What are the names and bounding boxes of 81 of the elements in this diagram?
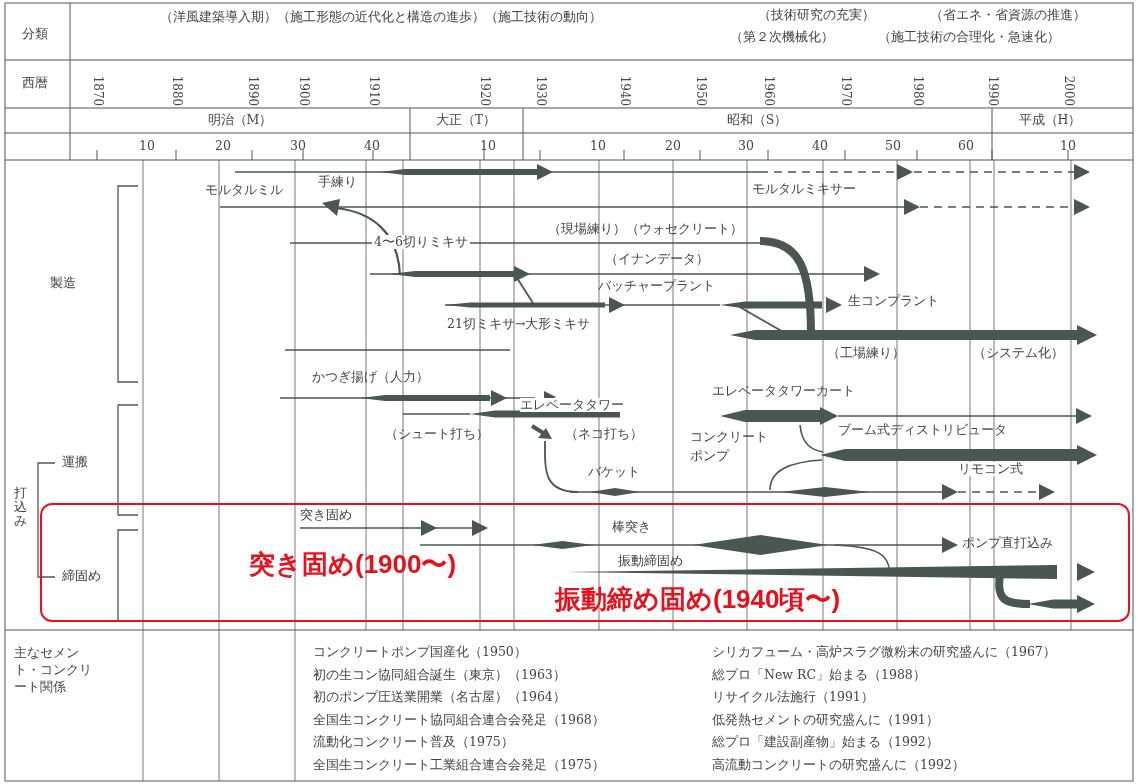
timeline-label: バッチャープラント: [598, 279, 715, 294]
era-year-tick-label: 40: [364, 139, 380, 154]
event-text: 主なセメント・コンクリート関係: [14, 645, 93, 696]
event-text: シリカフューム・高炉スラグ微粉末の研究盛んに（1967）: [712, 645, 1056, 660]
era-year-tick-label: 60: [958, 139, 974, 154]
event-text: 初の生コン協同組合誕生（東京）（1963）: [313, 667, 566, 682]
year-label: 1970: [838, 75, 852, 107]
year-label: 1890: [245, 75, 259, 107]
era-year-tick-label: 20: [215, 139, 231, 154]
era-year-tick-label: 30: [290, 139, 306, 154]
timeline-label: 突き固め: [300, 508, 352, 523]
timeline-label: 生コンプラント: [848, 294, 939, 309]
timeline-label: 打込み: [14, 486, 27, 528]
timeline-label: ブーム式ディストリビュータ: [838, 423, 1007, 438]
timeline-label: （ネコ打ち）: [565, 427, 643, 442]
table-header-text: （省エネ・省資源の推進）: [930, 8, 1086, 23]
year-label: 1980: [910, 75, 924, 107]
era-year-tick-label: 50: [885, 139, 901, 154]
timeline-label: 締固め: [62, 569, 101, 584]
callout-text: 突き固め(1900〜): [249, 550, 457, 579]
timeline-label: エレベータタワー: [520, 398, 624, 413]
timeline-label: コンクリートポンプ: [690, 428, 769, 465]
era-label: 平成（H）: [1018, 113, 1082, 128]
callout-box: [40, 503, 1130, 622]
timeline-label: エレベータタワーカート: [712, 384, 855, 399]
timeline-label: （工場練り）: [827, 346, 905, 361]
timeline-label: （シュート打ち）: [385, 427, 489, 442]
event-text: 高流動コンクリートの研究盛んに（1992）: [712, 757, 965, 772]
callout-text: 振動締め固め(1940頃〜): [555, 585, 841, 614]
timeline-label: ポンプ直打込み: [962, 536, 1053, 551]
timeline-label: かつぎ揚げ（人力）: [312, 370, 429, 385]
timeline-label: リモコン式: [958, 462, 1023, 477]
table-header-text: （洋風建築導入期）（施工形態の近代化と構造の進歩）（施工技術の動向）: [160, 10, 602, 25]
timeline-label: 振動締固め: [618, 554, 683, 569]
era-year-tick-label: 10: [139, 139, 155, 154]
era-year-tick-label: 10: [1060, 139, 1076, 154]
event-text: 全国生コンクリート工業組合連合会発足（1975）: [313, 757, 605, 772]
timeline-label: 21切ミキサ→大形ミキサ: [447, 317, 591, 332]
timeline-label: バケット: [588, 465, 640, 480]
table-header-text: （施工技術の合理化・急速化）: [878, 30, 1060, 45]
timeline-label: 棒突き: [612, 520, 651, 535]
event-text: リサイクル法施行（1991）: [712, 690, 874, 705]
timeline-label: （現場練り）（ウォセクリート）: [548, 222, 743, 237]
table-header-text: （技術研究の充実）: [758, 8, 875, 23]
timeline-label: （システム化）: [973, 346, 1064, 361]
year-label: 1960: [761, 75, 775, 107]
era-year-tick-label: 10: [590, 139, 606, 154]
year-label: 1940: [617, 75, 631, 107]
event-text: 全国生コンクリート協同組合連合会発足（1968）: [313, 712, 605, 727]
table-header-text: 西暦: [22, 76, 48, 91]
event-text: コンクリートポンプ国産化（1950）: [313, 645, 527, 660]
event-text: 初のポンプ圧送業開業（名古屋）（1964）: [313, 690, 566, 705]
year-label: 1950: [693, 75, 707, 107]
year-label: 1930: [533, 75, 547, 107]
year-label: 2000: [1061, 75, 1075, 107]
event-text: 流動化コンクリート普及（1975）: [313, 735, 514, 750]
event-text: 低発熱セメントの研究盛んに（1991）: [712, 712, 939, 727]
era-year-tick-label: 30: [738, 139, 754, 154]
era-year-tick-label: 40: [812, 139, 828, 154]
timeline-label: 手練り: [318, 175, 357, 190]
timeline-label: 製造: [50, 276, 76, 291]
event-text: 総プロ「New RC」始まる（1988）: [712, 667, 926, 682]
table-header-text: 分類: [22, 27, 48, 42]
timeline-label: （イナンデータ）: [605, 252, 709, 267]
era-year-tick-label: 20: [665, 139, 681, 154]
timeline-label: モルタルミル: [205, 183, 283, 198]
year-label: 1900: [296, 75, 310, 107]
timeline-label: 4〜6切りミキサ: [372, 235, 470, 250]
year-label: 1870: [90, 75, 104, 107]
era-label: 明治（M）: [207, 113, 273, 128]
era-label: 大正（T）: [435, 113, 497, 128]
year-label: 1990: [985, 75, 999, 107]
year-label: 1920: [477, 75, 491, 107]
year-label: 1910: [366, 75, 380, 107]
event-text: 総プロ「建設副産物」始まる（1992）: [712, 735, 939, 750]
timeline-label: 運搬: [62, 455, 88, 470]
year-label: 1880: [169, 75, 183, 107]
table-header-text: （第２次機械化）: [730, 30, 834, 45]
timeline-label: モルタルミキサー: [752, 182, 856, 197]
era-label: 昭和（S）: [726, 113, 788, 128]
era-year-tick-label: 10: [480, 139, 496, 154]
